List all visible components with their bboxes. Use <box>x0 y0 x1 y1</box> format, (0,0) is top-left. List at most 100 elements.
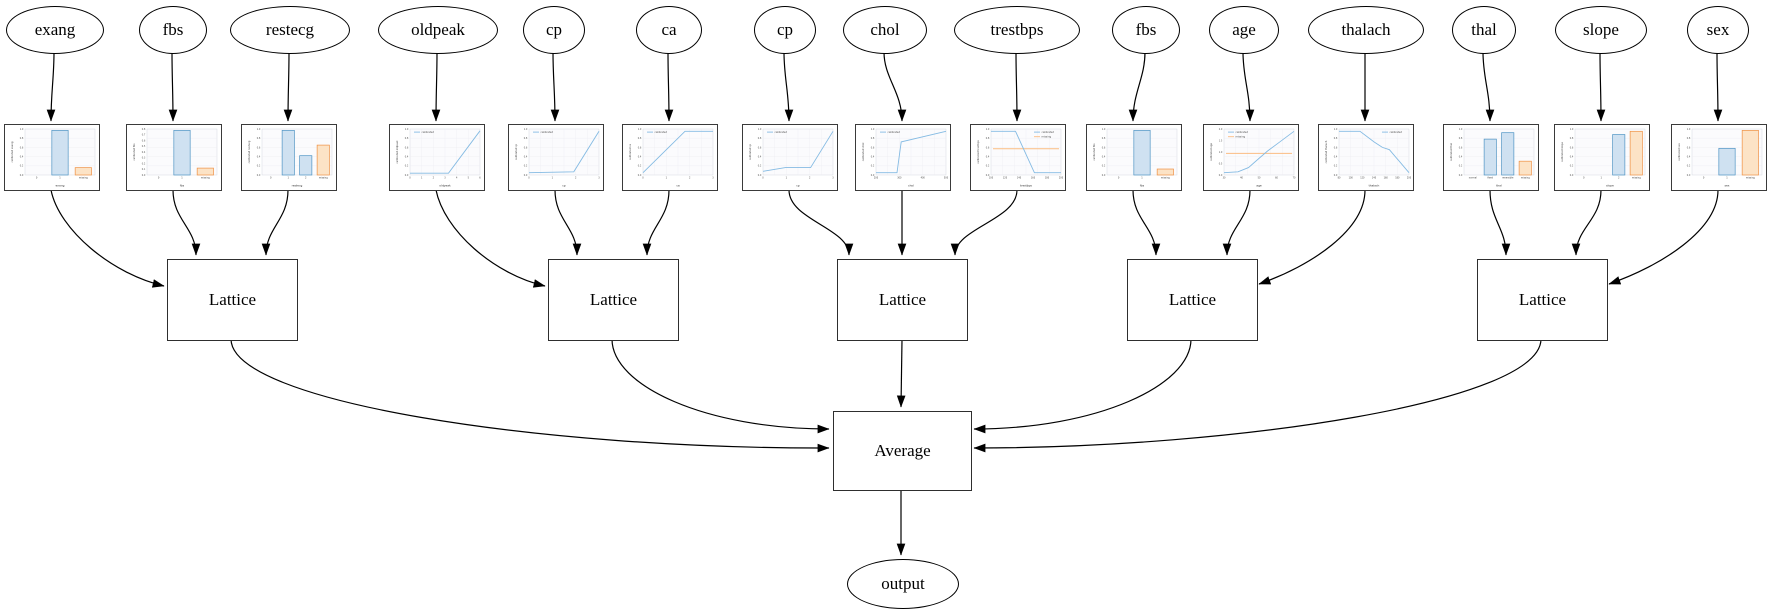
svg-text:0.2: 0.2 <box>986 165 990 168</box>
svg-text:calibrated: calibrated <box>1042 130 1055 134</box>
svg-text:40: 40 <box>1240 177 1243 180</box>
svg-text:2: 2 <box>809 177 811 180</box>
svg-text:3: 3 <box>444 177 446 180</box>
svg-text:fbs: fbs <box>180 184 185 188</box>
svg-text:0.8: 0.8 <box>1459 137 1463 140</box>
svg-text:0.5: 0.5 <box>142 145 146 148</box>
svg-text:0.2: 0.2 <box>142 162 146 165</box>
feature-node-ca: ca <box>636 6 702 54</box>
svg-text:0.6: 0.6 <box>20 146 24 149</box>
svg-text:calibrated slope: calibrated slope <box>1560 142 1564 162</box>
svg-text:0.8: 0.8 <box>142 128 146 131</box>
svg-text:0.2: 0.2 <box>871 165 875 168</box>
svg-text:restecg: restecg <box>292 184 303 188</box>
svg-text:2: 2 <box>433 177 435 180</box>
svg-text:500: 500 <box>944 177 949 180</box>
svg-text:1.0: 1.0 <box>1570 128 1574 131</box>
feature-label: thalach <box>1341 20 1391 39</box>
svg-text:calibrated fbs: calibrated fbs <box>132 143 136 161</box>
svg-text:0.8: 0.8 <box>986 137 990 140</box>
svg-text:calibrated: calibrated <box>1390 130 1403 134</box>
svg-text:1.0: 1.0 <box>524 128 528 131</box>
feature-node-thal: thal <box>1452 6 1516 54</box>
svg-text:1: 1 <box>1726 177 1728 180</box>
svg-text:0.2: 0.2 <box>1570 165 1574 168</box>
svg-text:1.0: 1.0 <box>1459 128 1463 131</box>
svg-text:0.5: 0.5 <box>1219 162 1223 165</box>
svg-text:0.6: 0.6 <box>1570 146 1574 149</box>
svg-text:0.0: 0.0 <box>1687 174 1691 177</box>
svg-text:age: age <box>1256 184 1262 188</box>
svg-text:160: 160 <box>1031 177 1036 180</box>
svg-text:calibrated cp: calibrated cp <box>748 143 752 160</box>
svg-text:0: 0 <box>409 177 411 180</box>
svg-text:1.0: 1.0 <box>1687 128 1691 131</box>
svg-text:0.4: 0.4 <box>758 156 762 159</box>
lattice-node-3: Lattice <box>837 259 968 341</box>
output-node: output <box>847 559 959 609</box>
svg-text:0.0: 0.0 <box>257 174 261 177</box>
svg-text:fixed: fixed <box>1487 177 1493 180</box>
feature-label: cp <box>545 20 563 39</box>
svg-text:cp: cp <box>796 184 800 188</box>
svg-text:2: 2 <box>689 177 691 180</box>
svg-text:sex: sex <box>1725 184 1730 188</box>
svg-text:160: 160 <box>1384 177 1389 180</box>
svg-text:oldpeak: oldpeak <box>439 184 451 188</box>
svg-text:calibrated sex: calibrated sex <box>1677 143 1681 161</box>
svg-text:trestbps: trestbps <box>1020 184 1032 188</box>
svg-text:1: 1 <box>1141 177 1143 180</box>
svg-text:0: 0 <box>270 177 272 180</box>
svg-text:100: 100 <box>989 177 994 180</box>
svg-text:0.0: 0.0 <box>524 174 528 177</box>
svg-text:0.6: 0.6 <box>871 146 875 149</box>
svg-text:0.6: 0.6 <box>758 146 762 149</box>
svg-text:0.0: 0.0 <box>1102 174 1106 177</box>
svg-text:missing: missing <box>1521 177 1530 180</box>
svg-text:0.8: 0.8 <box>257 137 261 140</box>
svg-text:calibrated: calibrated <box>422 130 435 134</box>
svg-text:missing: missing <box>1161 177 1170 180</box>
svg-text:1.0: 1.0 <box>1334 128 1338 131</box>
svg-text:calibrated: calibrated <box>888 130 901 134</box>
svg-text:ca: ca <box>676 184 680 188</box>
svg-text:0.0: 0.0 <box>20 174 24 177</box>
feature-node-age: age <box>1209 6 1279 54</box>
svg-text:0.6: 0.6 <box>638 146 642 149</box>
svg-text:0.8: 0.8 <box>524 137 528 140</box>
svg-text:1: 1 <box>59 177 61 180</box>
feature-label: age <box>1232 20 1256 39</box>
svg-text:missing: missing <box>79 177 88 180</box>
svg-text:0: 0 <box>1583 177 1585 180</box>
svg-text:0: 0 <box>1703 177 1705 180</box>
svg-text:1.0: 1.0 <box>257 128 261 131</box>
svg-text:0.6: 0.6 <box>986 146 990 149</box>
svg-text:0.2: 0.2 <box>1334 165 1338 168</box>
svg-text:0: 0 <box>528 177 530 180</box>
svg-text:200: 200 <box>874 177 879 180</box>
svg-text:0.4: 0.4 <box>257 156 261 159</box>
svg-text:0.4: 0.4 <box>1570 156 1574 159</box>
svg-text:0.8: 0.8 <box>20 137 24 140</box>
svg-text:3: 3 <box>832 177 834 180</box>
svg-text:180: 180 <box>1395 177 1400 180</box>
feature-node-fbs: fbs <box>139 6 207 54</box>
svg-text:4: 4 <box>456 177 458 180</box>
svg-text:reversible: reversible <box>1502 177 1514 180</box>
feature-label: chol <box>870 20 900 39</box>
svg-text:missing: missing <box>319 177 328 180</box>
svg-text:0.1: 0.1 <box>142 168 146 171</box>
lattice-label: Lattice <box>589 290 638 309</box>
svg-text:0.6: 0.6 <box>1334 146 1338 149</box>
